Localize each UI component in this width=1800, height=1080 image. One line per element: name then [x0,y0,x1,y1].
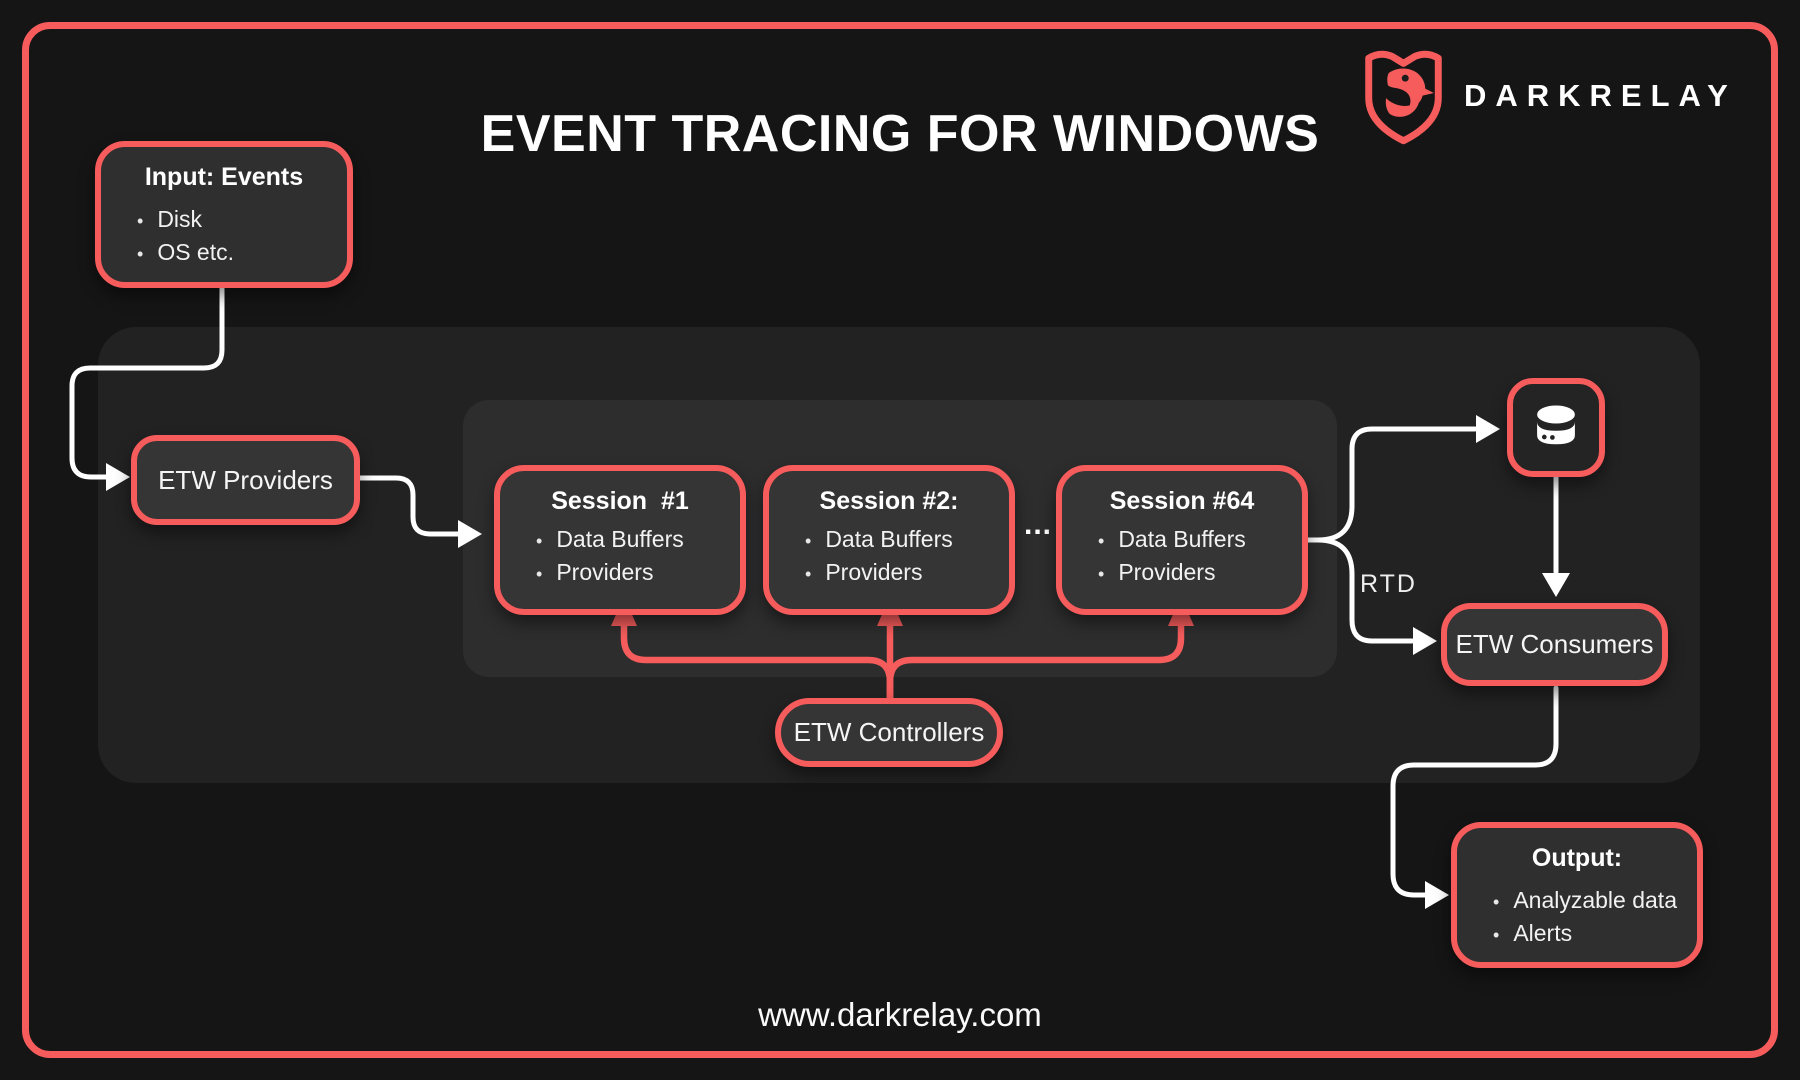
bullet-icon: • [536,531,543,551]
session-2-node: Session #2: • Data Buffers • Providers [763,465,1015,615]
list-item: • Providers [536,559,654,585]
output-node: Output: • Analyzable data • Alerts [1451,822,1703,968]
list-item: • Data Buffers [536,526,684,552]
arrowhead [1542,573,1570,597]
bullet-icon: • [137,211,144,231]
etw-providers-node: ETW Providers [131,435,360,525]
etw-controllers-node: ETW Controllers [775,698,1003,767]
session-1-node: Session #1 • Data Buffers • Providers [494,465,746,615]
shield-eagle-icon [1365,50,1442,145]
bullet-icon: • [805,564,812,584]
session-64-node: Session #64 • Data Buffers • Providers [1056,465,1308,615]
arrowhead [458,520,482,548]
bullet-icon: • [536,564,543,584]
bullet-icon: • [805,531,812,551]
list-item: • Providers [805,559,923,585]
datastore-node [1507,378,1605,477]
database-icon [1537,405,1575,444]
arrow-controllers-to-session64 [886,620,1185,702]
arrowhead [106,463,130,491]
bullet-icon: • [1493,892,1500,912]
arrowhead [1413,627,1437,655]
arrowhead [1476,415,1500,443]
arrow-session64-to-consumers [1305,537,1415,644]
input-events-title: Input: Events [144,163,304,191]
bullet-icon: • [137,244,144,264]
arrow-consumers-to-output [1390,685,1559,898]
arrow-controllers-to-session1 [620,620,894,702]
list-item: • Alerts [1493,920,1573,946]
bullet-icon: • [1493,925,1500,945]
arrow-providers-to-session1 [357,475,461,537]
list-item: • Data Buffers [805,526,953,552]
arrowhead [1425,881,1449,909]
arrow-input-to-providers [69,285,225,480]
sessions-ellipsis: ... [1023,508,1052,541]
bullet-icon: • [1098,531,1105,551]
list-item: • Data Buffers [1098,526,1246,552]
arrow-session64-to-datastore [1305,426,1478,543]
list-item: • Analyzable data [1493,887,1677,913]
website-url: www.darkrelay.com [758,996,1042,1033]
list-item: • Disk [137,206,203,232]
list-item: • OS etc. [137,239,235,265]
list-item: • Providers [1098,559,1216,585]
brand-logo: DARKRELAY [1360,44,1760,154]
etw-consumers-node: ETW Consumers [1441,603,1668,686]
page-title: EVENT TRACING FOR WINDOWS [480,105,1320,163]
input-events-node: Input: Events • Disk • OS etc. [95,141,353,288]
bullet-icon: • [1098,564,1105,584]
rtd-label: RTD [1360,570,1417,598]
brand-wordmark: DARKRELAY [1464,78,1737,113]
